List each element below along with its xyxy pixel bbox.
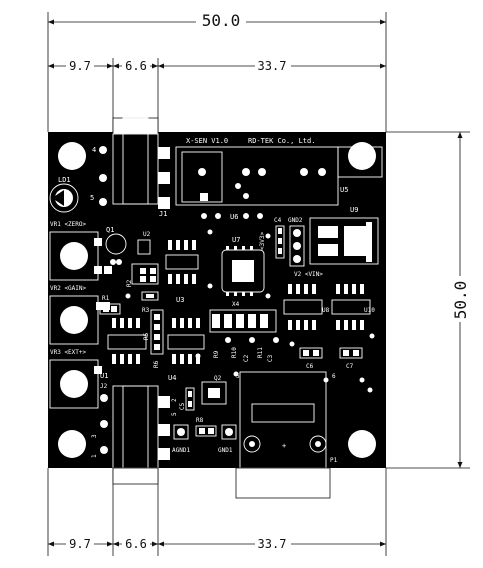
mounting-hole-bottom-right [348, 430, 376, 458]
j2-pin5-label: 5 [171, 412, 178, 416]
capacitors-c6-c7: C6 C7 [299, 347, 363, 370]
header-c4-gnd2-v2: C4 GND2 V2 <VIN> [274, 217, 323, 278]
gnd2-label: GND2 [288, 217, 303, 224]
mounting-hole-top-left [58, 142, 86, 170]
r11-label: R11 [257, 347, 264, 358]
u4-label: U4 [168, 374, 176, 382]
q1-label: Q1 [106, 226, 114, 234]
connector-j2: J2 3 1 2 5 [91, 383, 178, 485]
j2-pin2-label: 2 [171, 398, 178, 402]
p1-label: P1 [330, 457, 338, 464]
top-segment-3: 33.7 [258, 59, 287, 73]
connector-p1: 5 6 + P1 [235, 371, 338, 499]
u10-label: U10 [364, 307, 375, 314]
j2-pin1-label: 1 [91, 454, 98, 458]
vr3-label: VR3 <EXT+> [50, 349, 87, 356]
j1-pin5-label: 5 [90, 194, 94, 202]
vias [125, 229, 375, 393]
top-dimensions: 50.0 9.7 6.6 33.7 [47, 11, 387, 132]
c7-label: C7 [346, 363, 354, 370]
ic-u10: U10 [331, 284, 375, 330]
regulator-u9: U9 [309, 206, 379, 265]
ground-points: R8 AGND1 GND1 [172, 417, 237, 454]
p1-pin5-label: 5 [236, 373, 240, 380]
gnd1-label: GND1 [218, 447, 233, 454]
mounting-hole-bottom-left [58, 430, 86, 458]
u6-label: U6 [230, 213, 238, 221]
bottom-segment-3: 33.7 [258, 537, 287, 551]
u3-label: U3 [176, 296, 184, 304]
r9-label: R9 [213, 350, 220, 358]
v3v3-label: <3V3> [259, 232, 266, 250]
r5-label: R5 [143, 332, 150, 340]
bottom-dimensions: 9.7 6.6 33.7 [47, 468, 387, 556]
vr2-label: VR2 <GAIN> [50, 285, 87, 292]
c4-label: C4 [274, 217, 282, 224]
pcb-board: 4 5 J1 X-SEN V1.0 RD-TEK Co., Ltd. U5 U6 [48, 117, 386, 499]
v2vin-label: V2 <VIN> [294, 271, 323, 278]
r10-label: R10 [231, 347, 238, 358]
resistor-array-x4: X4 R9 R10 R11 C2 C3 [209, 301, 279, 362]
u9-label: U9 [350, 206, 358, 214]
u1-label: U1 [100, 372, 108, 380]
transistor-q1: Q1 [104, 226, 127, 274]
top-segment-2: 6.6 [125, 59, 147, 73]
u7-label: U7 [232, 236, 240, 244]
j1-pin4-label: 4 [92, 146, 96, 154]
r8-label: R8 [196, 417, 204, 424]
potentiometer-vr1: VR1 <ZERO> [49, 221, 102, 281]
j2-pin3-label: 3 [91, 434, 98, 438]
r1-label: R1 [102, 295, 110, 302]
u2-label: U2 [143, 231, 151, 238]
c2-label: C2 [243, 354, 250, 362]
p1-plus-label: + [282, 442, 286, 450]
bottom-segment-2: 6.6 [125, 537, 147, 551]
total-width-label: 50.0 [202, 11, 241, 30]
j1-label: J1 [159, 210, 167, 218]
r6-label: R6 [153, 360, 160, 368]
total-height-label: 50.0 [451, 281, 470, 320]
ic-u2: U2 R2 [126, 231, 159, 301]
vr1-label: VR1 <ZERO> [50, 221, 87, 228]
r3-label: R3 [142, 307, 150, 314]
resistors-r3-r5-r6: R3 R5 R6 [142, 307, 164, 368]
agnd1-label: AGND1 [172, 447, 190, 454]
potentiometer-vr3: VR3 <EXT+> [49, 349, 102, 409]
c5-label: C5 [179, 402, 186, 410]
top-segment-1: 9.7 [69, 59, 91, 73]
resistor-r1: R1 [99, 295, 121, 315]
c6-label: C6 [306, 363, 314, 370]
ic-u3: U3 [165, 240, 199, 304]
x4-label: X4 [232, 301, 240, 308]
j2-label: J2 [100, 383, 108, 390]
right-dimension: 50.0 [386, 131, 470, 469]
connector-j1: 4 5 J1 [90, 117, 170, 218]
ic-u4: U4 [167, 318, 205, 382]
module-u5-u6: U5 U6 [175, 146, 383, 221]
ic-u7: U7 <3V3> [221, 232, 266, 296]
q2-label: Q2 [214, 375, 222, 382]
ld1-label: LD1 [58, 176, 71, 184]
c3-label: C3 [267, 354, 274, 362]
mounting-hole-top-right [348, 142, 376, 170]
transistor-q2: Q2 C5 [179, 375, 227, 411]
board-title: X-SEN V1.0 [186, 137, 228, 145]
r2-label: R2 [126, 279, 133, 287]
led-ld1: LD1 [49, 176, 79, 213]
ic-u8: U8 [283, 284, 330, 330]
u8-label: U8 [322, 307, 330, 314]
u5-label: U5 [340, 186, 348, 194]
bottom-segment-1: 9.7 [69, 537, 91, 551]
p1-pin6-label: 6 [332, 373, 336, 380]
ic-u1: U1 [100, 318, 147, 380]
board-company: RD-TEK Co., Ltd. [248, 137, 315, 145]
